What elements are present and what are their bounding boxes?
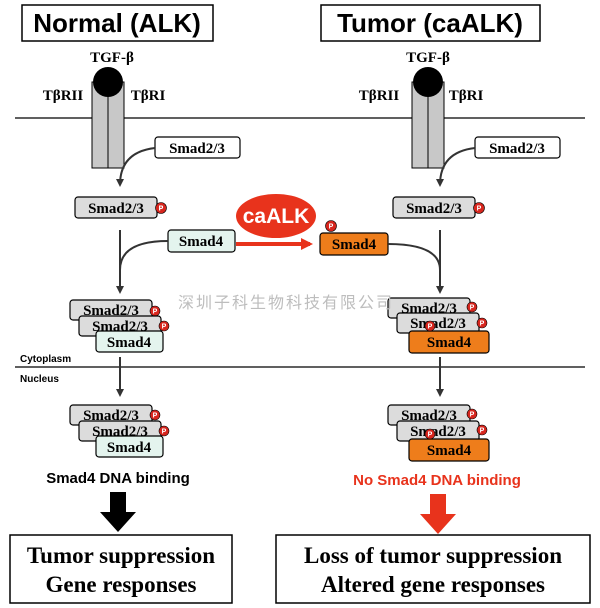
phospho-icon: P — [159, 206, 164, 213]
phospho-icon: P — [153, 413, 158, 420]
phospho-icon: P — [480, 321, 485, 328]
nucleus-label: Nucleus — [20, 374, 59, 385]
phospho-icon: P — [162, 324, 167, 331]
normal-tbri-label: TβRI — [131, 88, 166, 104]
normal-outcome-line2: Gene responses — [46, 572, 197, 597]
tumor-smad23-phos: Smad2/3 P — [392, 196, 485, 219]
normal-outcome-arrow — [100, 492, 136, 532]
ca-alk-label: caALK — [243, 205, 310, 228]
phospho-icon: P — [159, 206, 164, 213]
normal-nuclear-complex: Smad2/3 P Smad2/3 P Smad4 — [69, 404, 170, 458]
normal-smad23-phos-label: Smad2/3 — [88, 201, 144, 217]
tnuc-smad23-a: Smad2/3 — [401, 408, 457, 424]
normal-smad23-free: Smad2/3 — [154, 136, 241, 159]
cyto-smad23-a: Smad2/3 — [83, 303, 139, 319]
nuc-smad4: Smad4 — [107, 440, 152, 456]
normal-cyto-complex: Smad2/3 P Smad2/3 P Smad4 — [69, 299, 170, 353]
phospho-icon: P — [480, 428, 485, 435]
normal-smad4: Smad4 — [167, 229, 236, 253]
normal-outcome-box: Tumor suppression Gene responses — [9, 534, 233, 604]
tumor-header-label: Tumor (caALK) — [337, 8, 523, 38]
tumor-nuclear-complex: Smad2/3 P Smad2/3 P Smad4 P — [387, 404, 490, 462]
normal-smad4-join-arrow — [119, 240, 169, 271]
phospho-icon: P — [329, 224, 334, 231]
tnuc-smad23-b: Smad2/3 — [410, 424, 466, 440]
tumor-binding-label: No Smad4 DNA binding — [353, 472, 521, 489]
phospho-icon: P — [477, 206, 482, 213]
phospho-icon: P — [153, 309, 158, 316]
tumor-outcome-line1: Loss of tumor suppression — [304, 543, 562, 568]
tumor-outcome-box: Loss of tumor suppression Altered gene r… — [275, 534, 591, 604]
phospho-icon: P — [470, 412, 475, 419]
tcyto-smad23-b: Smad2/3 — [410, 316, 466, 332]
tumor-smad4-phos: Smad4 P — [319, 220, 389, 256]
tumor-outcome-line2: Altered gene responses — [321, 572, 545, 597]
tumor-header: Tumor (caALK) — [320, 4, 541, 42]
tumor-recruit-arrow — [436, 147, 476, 187]
phospho-icon: P — [428, 432, 433, 439]
normal-outcome-line1: Tumor suppression — [27, 543, 215, 568]
normal-smad23-phos: Smad2/3 P P — [74, 196, 167, 219]
normal-binding-label: Smad4 DNA binding — [46, 470, 190, 487]
cyto-smad4: Smad4 — [107, 335, 152, 351]
tcyto-smad4: Smad4 — [427, 335, 472, 351]
tumor-smad23-free-label: Smad2/3 — [489, 141, 545, 157]
normal-header: Normal (ALK) — [21, 4, 214, 42]
tumor-smad4-label: Smad4 — [332, 237, 377, 253]
tumor-smad4-join-arrow — [387, 243, 441, 271]
nuc-smad23-a: Smad2/3 — [83, 408, 139, 424]
tumor-smad23-phos-label: Smad2/3 — [406, 201, 462, 217]
tumor-smad23-free: Smad2/3 — [474, 136, 561, 159]
normal-tbrii-label: TβRII — [43, 88, 84, 104]
normal-recruit-arrow — [116, 147, 156, 187]
tumor-tbri-label: TβRI — [449, 88, 484, 104]
ca-alk-kinase: caALK — [236, 194, 316, 238]
tumor-ligand-label: TGF-β — [406, 50, 450, 66]
normal-smad4-label: Smad4 — [179, 234, 224, 250]
tnuc-smad4: Smad4 — [427, 443, 472, 459]
normal-receptor: TGF-β TβRII TβRI — [43, 50, 166, 169]
phospho-icon: P — [470, 305, 475, 312]
tumor-cyto-complex: Smad2/3 P Smad2/3 P Smad4 P — [387, 297, 490, 354]
tumor-receptor: TGF-β TβRII TβRI — [359, 50, 484, 169]
normal-header-label: Normal (ALK) — [33, 8, 201, 38]
tumor-outcome-arrow — [420, 494, 456, 534]
phospho-icon: P — [162, 429, 167, 436]
normal-smad23-free-label: Smad2/3 — [169, 141, 225, 157]
normal-ligand-label: TGF-β — [90, 50, 134, 66]
watermark: 深圳子科生物科技有限公司 — [178, 293, 394, 312]
tumor-tbrii-label: TβRII — [359, 88, 400, 104]
cytoplasm-label: Cytoplasm — [20, 354, 71, 365]
phospho-icon: P — [428, 324, 433, 331]
